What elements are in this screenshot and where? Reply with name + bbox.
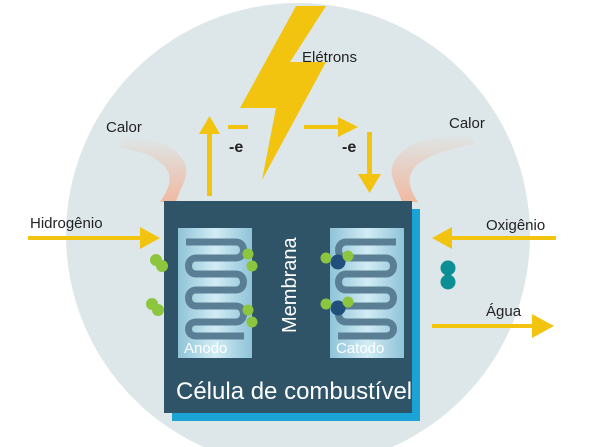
hydrogen-label: Hidrogênio xyxy=(30,215,103,232)
electron-right-label: -e xyxy=(342,139,357,156)
anode-label: Anodo xyxy=(184,340,228,357)
lightning-bolt-icon xyxy=(240,6,326,180)
hydrogen-molecule-icon xyxy=(150,254,168,272)
hydrogen-arrow xyxy=(28,227,160,249)
electrons-label: Elétrons xyxy=(302,49,358,66)
water-arrow xyxy=(432,314,554,338)
electron-flow-right xyxy=(304,117,381,193)
oxygen-molecule-icon xyxy=(320,250,354,270)
heat-wisp-icon xyxy=(391,132,474,202)
heat-left-label: Calor xyxy=(106,119,142,136)
oxygen-label: Oxigênio xyxy=(486,217,546,234)
oxygen-molecule-icon xyxy=(320,296,354,316)
cathode-label: Catodo xyxy=(336,340,385,357)
membrane-label: Membrana xyxy=(279,237,301,333)
cell-title: Célula de combustível xyxy=(176,378,413,405)
hydrogen-ion-group xyxy=(242,248,258,328)
anode-serpentine xyxy=(185,238,247,340)
oxygen-arrow xyxy=(432,227,556,249)
electron-left-label: -e xyxy=(229,139,244,156)
heat-wisp-icon xyxy=(120,136,187,202)
heat-right-label: Calor xyxy=(449,115,485,132)
water-molecule-icon xyxy=(440,260,456,290)
hydrogen-molecule-icon xyxy=(146,298,164,316)
electron-flow-left xyxy=(199,116,248,196)
water-label: Água xyxy=(486,303,522,320)
